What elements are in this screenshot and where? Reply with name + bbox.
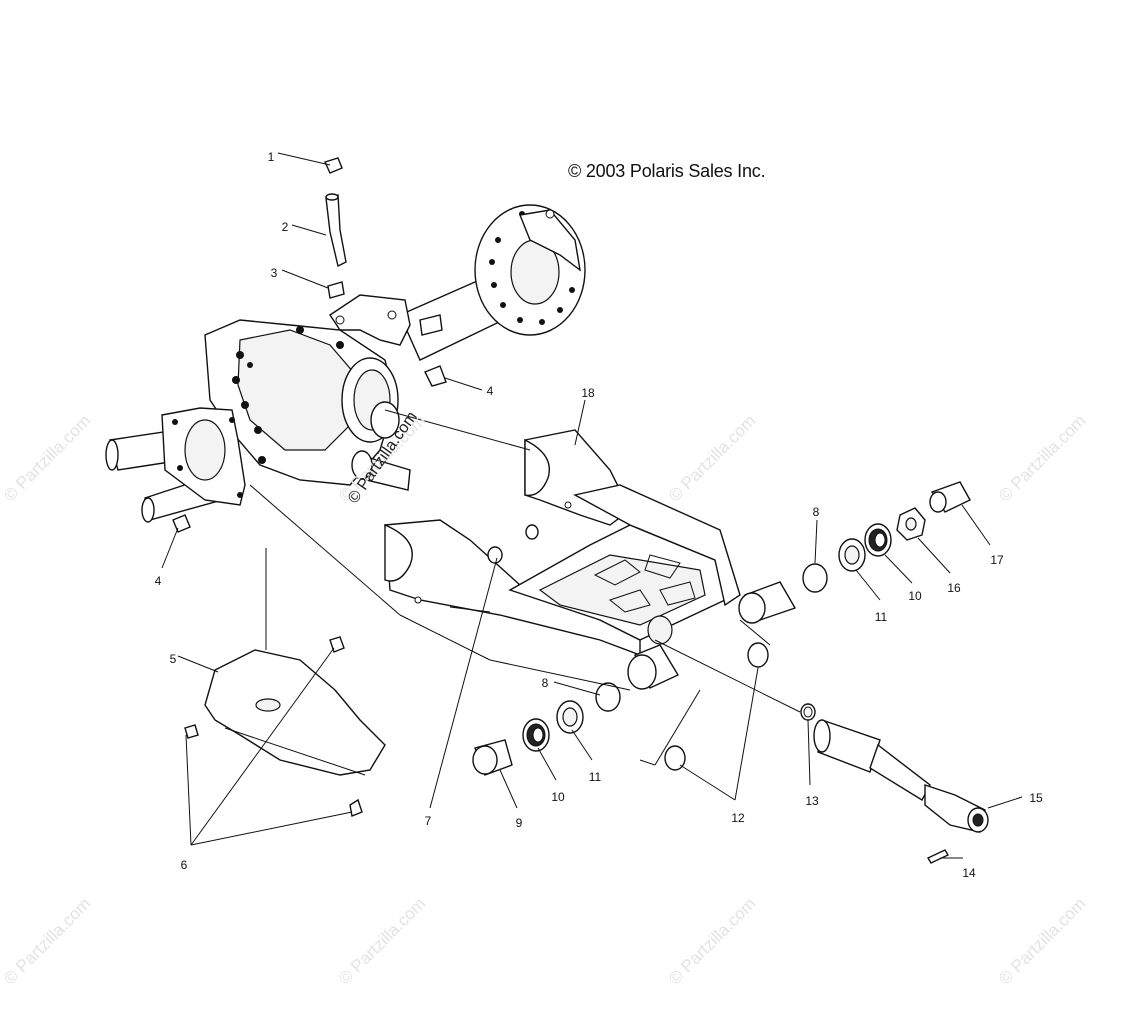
callout-5: 5 (169, 652, 177, 666)
callout-10: 10 (551, 790, 565, 804)
caps-and-rings (664, 642, 816, 771)
differential-housing (204, 319, 411, 491)
callout-8: 8 (812, 505, 820, 519)
callout-17: 17 (990, 553, 1004, 567)
pivot-bushing (627, 581, 797, 690)
axle-flange-plate (161, 407, 246, 506)
callout-11: 11 (588, 770, 602, 784)
brake-disc (474, 204, 586, 336)
callout-3: 3 (270, 266, 278, 280)
callout-11: 11 (874, 610, 888, 624)
callout-7: 7 (424, 814, 432, 828)
callout-13: 13 (805, 794, 819, 808)
callout-18: 18 (581, 386, 595, 400)
breather-parts (324, 157, 347, 299)
callout-12: 12 (731, 811, 745, 825)
callout-1: 1 (267, 150, 275, 164)
copyright-notice: © 2003 Polaris Sales Inc. (568, 161, 766, 181)
callout-8: 8 (541, 676, 549, 690)
leader-lines (161, 152, 1023, 859)
caliper-bracket (329, 294, 443, 346)
callout-4: 4 (154, 574, 162, 588)
callout-10: 10 (908, 589, 922, 603)
fasteners (172, 365, 539, 817)
callout-2: 2 (281, 220, 289, 234)
callout-14: 14 (962, 866, 976, 880)
callout-9: 9 (515, 816, 523, 830)
callout-4: 4 (486, 384, 494, 398)
callout-6: 6 (180, 858, 188, 872)
callout-15: 15 (1029, 791, 1043, 805)
drive-shaft (813, 719, 989, 864)
skid-plate (204, 649, 386, 776)
bearing-set-right (802, 481, 971, 593)
swing-arm (384, 429, 741, 657)
callout-16: 16 (947, 581, 961, 595)
bearing-set-left (472, 682, 621, 776)
